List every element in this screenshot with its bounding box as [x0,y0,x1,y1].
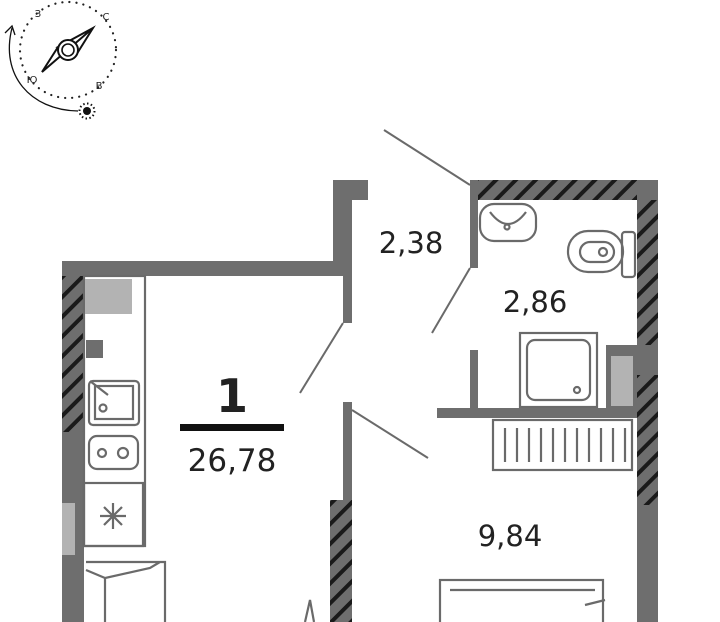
window [611,356,633,406]
rotation-arrow-icon [8,27,79,112]
compass-east: В [96,81,103,92]
fridge-icon [82,481,145,548]
room-area-room: 9,84 [478,519,543,553]
compass: З С Ю В [4,0,118,120]
furniture [82,202,637,622]
rooms-count: 1 [216,369,248,423]
armchair [85,560,167,622]
total-area: 26,78 [188,443,277,479]
compass-west: З [35,9,41,20]
washbasin-icon [478,202,538,243]
walls [62,180,658,622]
label-divider [180,424,284,431]
compass-north: С [103,12,110,23]
sun-icon [78,102,96,120]
kitchen-counter [82,274,147,548]
stove-icon [87,434,140,471]
door-swings [299,129,471,459]
compass-south: Ю [27,75,38,86]
bed-icon [438,578,606,622]
room-area-bathroom: 2,86 [503,285,568,319]
window [62,503,75,555]
shower-icon [518,331,599,409]
radiator-icon [491,418,634,472]
sink-icon [87,379,141,427]
room-area-hallway: 2,38 [379,226,444,260]
